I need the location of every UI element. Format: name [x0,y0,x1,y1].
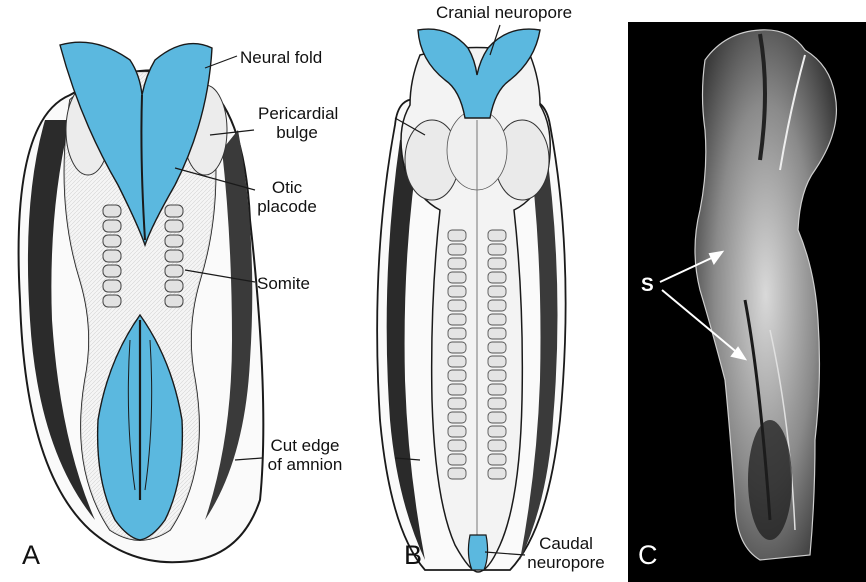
panel-a-drawing [19,42,264,562]
label-otic-placode: Otic placode [255,178,319,216]
label-otic-placode-line2: placode [255,197,319,216]
label-pericardial-bulge: Pericardial bulge [258,104,336,142]
label-cranial-neuropore: Cranial neuropore [436,3,572,22]
label-pericardial-bulge-line1: Pericardial [258,104,336,123]
label-otic-placode-line1: Otic [255,178,319,197]
label-cut-edge-line2: of amnion [262,455,348,474]
panel-letter-b: B [404,540,422,571]
label-neural-fold: Neural fold [240,48,322,67]
label-caudal-neuropore-line1: Caudal [524,534,608,553]
label-cut-edge-line1: Cut edge [262,436,348,455]
label-caudal-neuropore-line2: neuropore [524,553,608,572]
panel-letter-c: C [638,540,658,571]
panel-letter-a: A [22,540,40,571]
label-somite: Somite [257,274,310,293]
panel-b-drawing [377,25,565,572]
label-somites-s: S [641,275,654,297]
label-caudal-neuropore: Caudal neuropore [524,534,608,572]
panel-c-photo [628,22,866,582]
label-pericardial-bulge-line2: bulge [258,123,336,142]
label-cut-edge-of-amnion: Cut edge of amnion [262,436,348,474]
panel-b-caudal-neuropore [468,535,487,570]
